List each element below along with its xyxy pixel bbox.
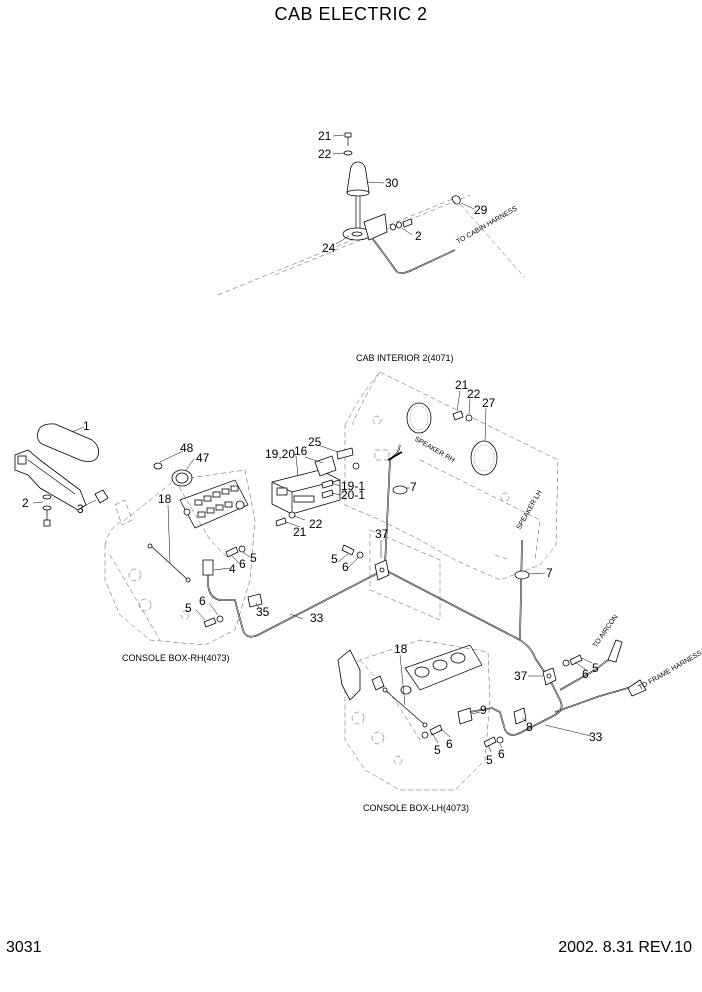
revision-date: 2002. 8.31 REV.10 [558,939,692,956]
screw-washer-sets: 5 6 5 6 6 5 6 5 5 6 5 6 [185,544,599,767]
callout-5-rh-upper: 5 [250,551,257,565]
callout-24: 24 [322,241,336,255]
callout-20-1: 20-1 [341,488,365,502]
switch-panel-rh [179,479,249,529]
speaker-rh-note: SPEAKER RH [413,436,456,465]
callout-18-lh: 18 [394,642,408,656]
callout-33-left: 33 [310,611,324,625]
callout-16: 16 [294,444,308,458]
callout-6-rh-lower: 6 [199,594,206,608]
callout-30: 30 [385,176,399,190]
callout-7-lower: 7 [546,566,553,580]
callout-3: 3 [77,502,84,516]
armrest-assembly: 1 2 3 [14,419,109,527]
callout-27: 27 [482,396,496,410]
callout-1: 1 [83,419,90,433]
callout-37-upper: 37 [375,527,389,541]
callout-29: 29 [474,203,488,217]
callout-47: 47 [196,451,210,465]
console-box-rh: 48 47 18 CONSOLE BOX-RH(4073) [104,441,256,663]
beacon-lamp-assembly: TO CABIN HARNESS 21 22 30 29 2 24 [217,129,526,296]
console-lh-caption: CONSOLE BOX-LH(4073) [363,803,469,813]
callout-19-20: 19,20 [265,447,295,461]
console-box-lh: 18 CONSOLE BOX-LH(4073) [337,639,491,813]
speaker-grille-lh [470,440,498,476]
radio-unit: 19,20 16 25 19-1 20-1 21 22 [265,435,365,539]
callout-5-aircon: 5 [592,661,599,675]
callout-22-cab: 22 [467,387,481,401]
callout-21: 21 [318,129,332,143]
callout-18-rh: 18 [158,492,172,506]
callout-48: 48 [180,441,194,455]
callout-2: 2 [415,229,422,243]
callout-8: 8 [526,720,533,734]
to-frame-harness-note: TO FRAME HARNESS [638,650,702,692]
callout-37-lower: 37 [514,669,528,683]
callout-5-lh-1: 5 [434,743,441,757]
callout-4: 4 [229,562,236,576]
callout-22-radio: 22 [309,517,323,531]
callout-5-lh-2: 5 [486,753,493,767]
callout-9: 9 [480,703,487,717]
callout-25: 25 [308,435,322,449]
page-title: CAB ELECTRIC 2 [274,4,428,24]
callout-6-rh-upper: 6 [239,557,246,571]
cab-interior-panel: CAB INTERIOR 2(4071) 21 22 27 SPEAKER RH… [344,353,559,621]
callout-6-lh-1: 6 [446,737,453,751]
callout-35: 35 [256,605,270,619]
callout-19-1: 19-1 [341,479,365,493]
callout-6-center: 6 [342,560,349,574]
speaker-grille-rh [406,402,432,434]
callout-7-upper: 7 [410,480,417,494]
callout-21-cab: 21 [455,378,469,392]
callout-6-aircon: 6 [582,667,589,681]
callout-22: 22 [318,147,332,161]
callout-21-radio: 21 [293,525,307,539]
callout-6-lh-2: 6 [498,747,505,761]
cab-interior-caption: CAB INTERIOR 2(4071) [356,353,454,363]
callout-33-right: 33 [589,730,603,744]
page-number: 3031 [6,939,42,956]
callout-5-rh-lower: 5 [185,601,192,615]
console-rh-caption: CONSOLE BOX-RH(4073) [122,653,230,663]
callout-5-center: 5 [331,552,338,566]
callout-2-armrest: 2 [22,496,29,510]
